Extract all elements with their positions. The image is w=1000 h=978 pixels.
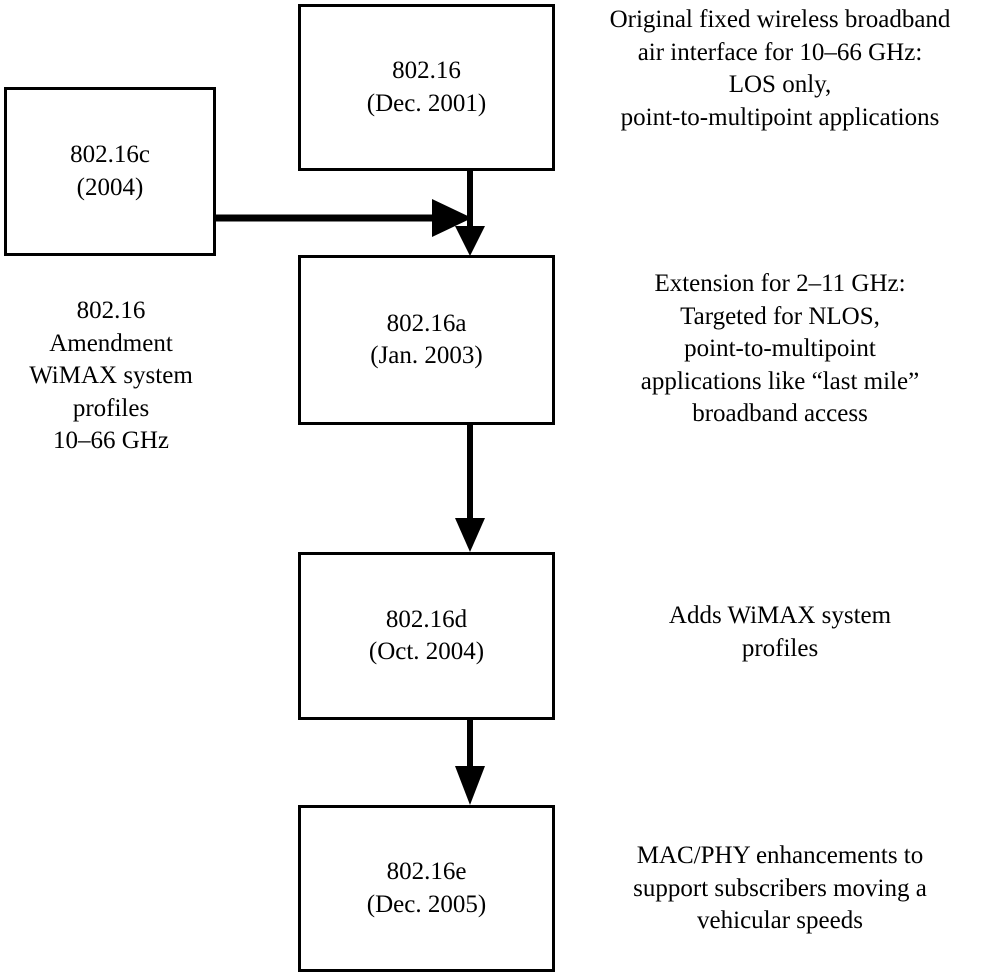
description-802-16a: Extension for 2–11 GHz: Targeted for NLO… [640, 270, 920, 427]
node-802-16c[interactable]: 802.16c (2004) [4, 87, 216, 256]
arrow-16-to-16a [455, 171, 485, 256]
node-802-16d-title: 802.16d [385, 605, 468, 633]
node-802-16a[interactable]: 802.16a (Jan. 2003) [298, 255, 555, 425]
node-802-16a-date: (Jan. 2003) [370, 342, 483, 369]
node-802-16-title: 802.16 [392, 57, 461, 84]
node-802-16a-title: 802.16a [386, 309, 467, 337]
node-802-16c-date: (2004) [76, 173, 144, 201]
node-802-16e-title: 802.16e [386, 858, 467, 885]
arrow-16a-to-16d [455, 425, 485, 552]
node-802-16[interactable]: 802.16 (Dec. 2001) [298, 4, 555, 171]
arrow-16d-to-16e [455, 720, 485, 805]
node-802-16e[interactable]: 802.16e (Dec. 2005) [298, 805, 555, 972]
description-802-16d: Adds WiMAX system profiles [668, 602, 892, 662]
description-802-16e: MAC/PHY enhancements to support subscrib… [633, 842, 927, 934]
node-802-16d-date: (Oct. 2004) [368, 638, 485, 665]
node-802-16d[interactable]: 802.16d (Oct. 2004) [298, 552, 555, 720]
arrow-16c-to-16a [216, 199, 472, 237]
node-802-16-date: (Dec. 2001) [366, 89, 487, 117]
caption-802-16c: 802.16 Amendment WiMAX system profiles 1… [29, 297, 193, 454]
node-802-16c-title: 802.16c [70, 141, 150, 168]
description-802-16: Original fixed wireless broadband air in… [609, 6, 951, 131]
node-802-16e-date: (Dec. 2005) [366, 890, 487, 918]
